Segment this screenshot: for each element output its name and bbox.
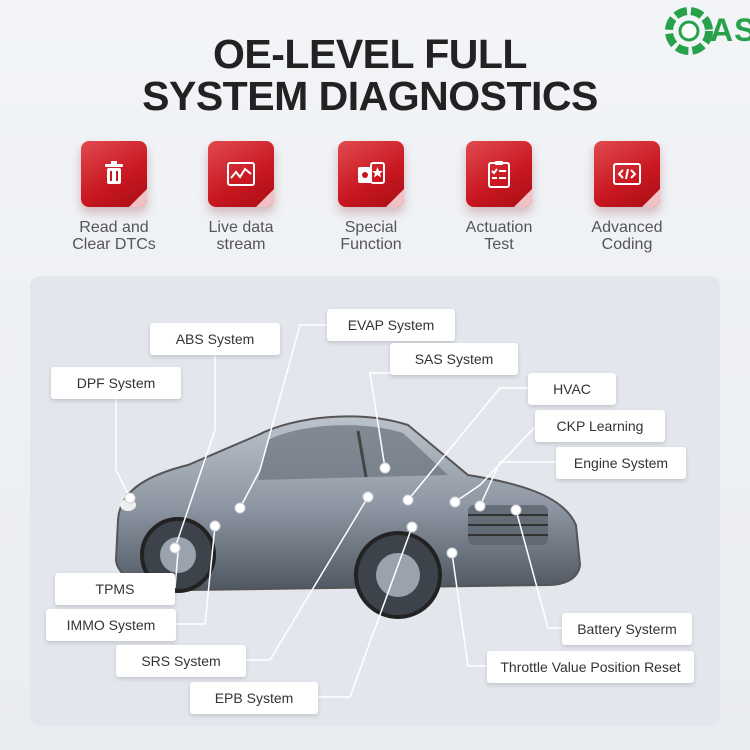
tag-battery-system: Battery Systerm [562,613,692,645]
tag-engine-system: Engine System [556,447,686,479]
feature-label: Advanced [591,219,663,236]
tag-evap-system: EVAP System [327,309,455,341]
feature-label: Clear DTCs [72,236,156,253]
car-illustration [114,415,582,619]
feature-label: Special [344,219,398,236]
tag-ckp-learning: CKP Learning [535,410,665,442]
trash-icon [81,141,147,207]
clipboard-icon [466,141,532,207]
page-title-line1: OE-LEVEL FULL [213,31,527,77]
feature-label: Live data [208,219,274,236]
tag-abs-system: ABS System [150,323,280,355]
live-data-icon [208,141,274,207]
tag-srs-system: SRS System [116,645,246,677]
special-function-icon [338,141,404,207]
feature-label: stream [216,236,266,253]
tag-dpf-system: DPF System [51,367,181,399]
company-logo [665,7,713,55]
code-icon [594,141,660,207]
tag-epb-system: EPB System [190,682,318,714]
feature-label: Actuation [465,219,533,236]
tag-immo-system: IMMO System [46,609,176,641]
tag-sas-system: SAS System [390,343,518,375]
page-title-line2: SYSTEM DIAGNOSTICS [142,73,598,119]
feature-label: Read and [79,219,149,236]
feature-label: Function [340,236,402,253]
tag-throttle-reset: Throttle Value Position Reset [487,651,694,683]
logo-text: AS [710,12,750,48]
feature-label: Test [484,236,514,253]
tag-tpms: TPMS [55,573,175,605]
tag-hvac: HVAC [528,373,616,405]
feature-label: Coding [601,236,653,253]
